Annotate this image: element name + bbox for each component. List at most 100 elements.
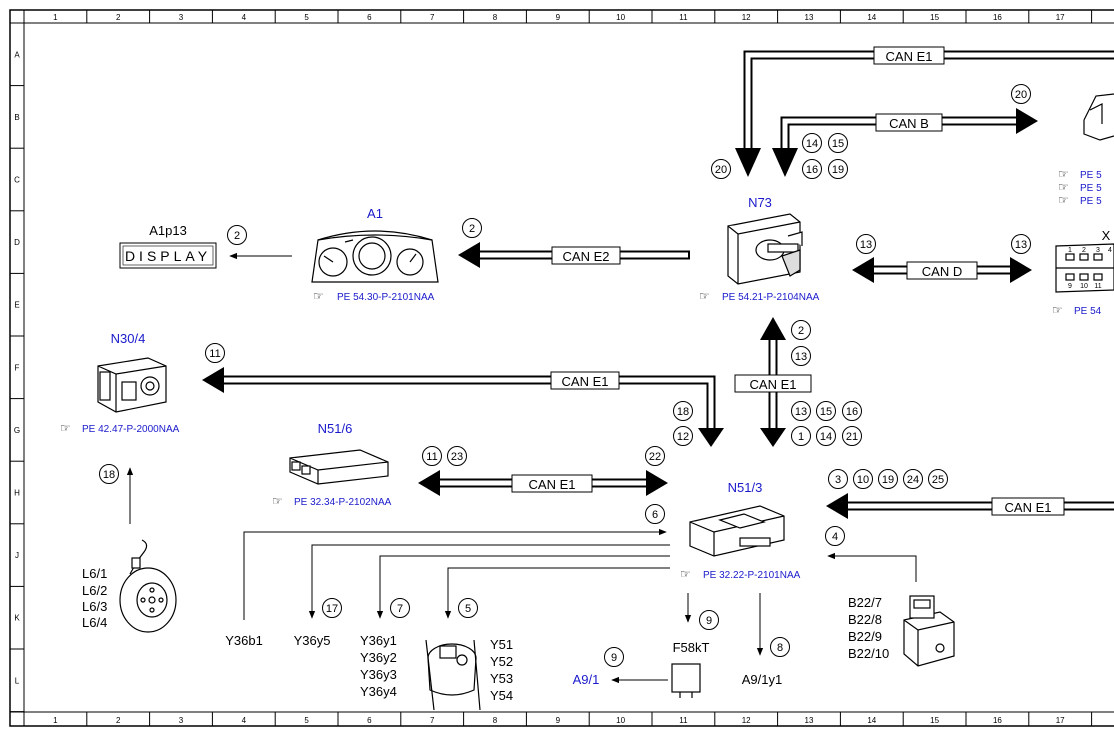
reference-link-right[interactable]: ☞ PE 5 ☞ PE 5 ☞ PE 5 ☞ PE 54 xyxy=(1052,167,1102,317)
reference-right[interactable]: PE 54 xyxy=(1074,306,1102,317)
signal-badge-label: 18 xyxy=(103,469,115,481)
signal-badge-label: 23 xyxy=(451,451,463,463)
y5x-label: Y53 xyxy=(490,671,513,686)
signal-badge-label: 22 xyxy=(649,451,661,463)
can-e1-n51-6-label: CAN E1 xyxy=(529,477,576,492)
can-e1-right-label: CAN E1 xyxy=(1005,500,1052,515)
reference-link-n51-6[interactable]: ☞ PE 32.34-P-2102NAA xyxy=(272,494,392,508)
grid-ruler: 1122334455667788991010111112121313141415… xyxy=(10,10,1093,726)
signal-badge-label: 20 xyxy=(1015,89,1027,101)
b22-label: B22/7 xyxy=(848,595,882,610)
reference-right[interactable]: PE 5 xyxy=(1080,196,1102,207)
signal-badge-label: 13 xyxy=(795,406,807,418)
reference-n30-4[interactable]: PE 42.47-P-2000NAA xyxy=(82,424,180,435)
grid-column-label: 16 xyxy=(993,716,1002,725)
signal-badge-label: 11 xyxy=(426,451,437,463)
reference-right[interactable]: PE 5 xyxy=(1080,170,1102,181)
signal-badge: 20 xyxy=(711,159,731,179)
y36y-label: Y36y2 xyxy=(360,650,397,665)
signal-badge-label: 2 xyxy=(798,325,804,337)
signal-badge: 21 xyxy=(842,426,862,446)
reference-link-n51-3[interactable]: ☞ PE 32.22-P-2101NAA xyxy=(680,567,801,581)
grid-row-label: B xyxy=(14,113,19,122)
grid-column-label: 17 xyxy=(1056,716,1065,725)
reference-a1[interactable]: PE 54.30-P-2101NAA xyxy=(337,292,435,303)
obd-pin: 2 xyxy=(1082,247,1086,254)
pressure-sensor-icon xyxy=(903,595,955,667)
y36y-label: Y36y1 xyxy=(360,633,397,648)
grid-column-label: 8 xyxy=(493,13,498,22)
grid-row-label: E xyxy=(14,301,19,310)
signal-badge: 6 xyxy=(645,504,665,524)
signal-badge: 11 xyxy=(422,446,442,466)
grid-row-label: G xyxy=(14,426,20,435)
signal-badge-label: 13 xyxy=(860,239,872,251)
b22-label: B22/10 xyxy=(848,646,889,661)
can-e2-bus: CAN E2 xyxy=(458,242,690,268)
signal-badge-label: 21 xyxy=(846,431,858,443)
grid-column-label: 5 xyxy=(304,716,309,725)
l6-label: L6/4 xyxy=(82,615,107,630)
display-a1p13: DISPLAY xyxy=(119,242,217,269)
n51-3-label: N51/3 xyxy=(728,480,763,495)
pointing-hand-icon: ☞ xyxy=(680,567,691,581)
signal-badge-label: 25 xyxy=(932,474,944,486)
reference-n73[interactable]: PE 54.21-P-2104NAA xyxy=(722,292,820,303)
grid-column-label: 8 xyxy=(493,716,498,725)
can-e1-n73-bus: CAN E1 xyxy=(734,317,812,447)
grid-column-label: 4 xyxy=(242,13,247,22)
reference-n51-3[interactable]: PE 32.22-P-2101NAA xyxy=(703,570,801,581)
grid-column-label: 3 xyxy=(179,13,184,22)
signal-badge-label: 15 xyxy=(820,406,832,418)
reference-link-n73[interactable]: ☞ PE 54.21-P-2104NAA xyxy=(699,289,820,303)
reference-right[interactable]: PE 5 xyxy=(1080,183,1102,194)
grid-row-label: F xyxy=(15,363,20,372)
grid-column-label: 12 xyxy=(742,716,751,725)
a9-1y1-label: A9/1y1 xyxy=(742,672,782,687)
signal-badge-label: 19 xyxy=(882,474,894,486)
signal-badge-label: 9 xyxy=(706,615,712,627)
signal-badge-label: 14 xyxy=(806,138,818,150)
signal-badge: 14 xyxy=(802,133,822,153)
reference-link-n30-4[interactable]: ☞ PE 42.47-P-2000NAA xyxy=(60,421,180,435)
pointing-hand-icon: ☞ xyxy=(60,421,71,435)
grid-column-label: 9 xyxy=(556,13,561,22)
signal-badge: 19 xyxy=(828,159,848,179)
can-d-bus: CAN D xyxy=(852,257,1032,283)
reference-link-a1[interactable]: ☞ PE 54.30-P-2101NAA xyxy=(313,289,435,303)
signal-badge-label: 2 xyxy=(469,223,475,235)
can-e1-top-bus: CAN E1 xyxy=(735,46,1114,177)
b22-label: B22/8 xyxy=(848,612,882,627)
grid-column-label: 6 xyxy=(367,716,372,725)
grid-row-label: H xyxy=(14,489,20,498)
signal-badge-label: 13 xyxy=(795,351,807,363)
reference-n51-6[interactable]: PE 32.34-P-2102NAA xyxy=(294,497,392,508)
a1p13-label: A1p13 xyxy=(149,223,187,238)
signal-badge: 7 xyxy=(390,598,410,618)
signal-badge-label: 24 xyxy=(907,474,919,486)
border-frame xyxy=(9,9,1114,727)
grid-column-label: 2 xyxy=(116,13,121,22)
y36y-label: Y36y3 xyxy=(360,667,397,682)
pointing-hand-icon: ☞ xyxy=(272,494,283,508)
signal-badge: 9 xyxy=(699,610,719,630)
signal-badge: 19 xyxy=(878,469,898,489)
grid-column-label: 5 xyxy=(304,13,309,22)
control-unit-n51-6-icon xyxy=(289,449,389,485)
signal-badge-label: 12 xyxy=(677,431,689,443)
can-b-label: CAN B xyxy=(889,116,929,131)
signal-badge: 9 xyxy=(604,647,624,667)
signal-badge-label: 17 xyxy=(326,603,338,615)
signal-lines xyxy=(126,252,917,684)
y5x-label: Y52 xyxy=(490,654,513,669)
l6-label: L6/1 xyxy=(82,566,107,581)
signal-badge: 22 xyxy=(645,446,665,466)
grid-row-label: A xyxy=(14,50,20,59)
can-e1-right-bus: CAN E1 xyxy=(826,493,1114,519)
can-b-bus: CAN B xyxy=(772,108,1038,177)
pointing-hand-icon: ☞ xyxy=(1058,167,1069,181)
signal-badge: 5 xyxy=(458,598,478,618)
can-e1-n30-bus: CAN E1 xyxy=(202,367,724,447)
grid-column-label: 4 xyxy=(242,716,247,725)
